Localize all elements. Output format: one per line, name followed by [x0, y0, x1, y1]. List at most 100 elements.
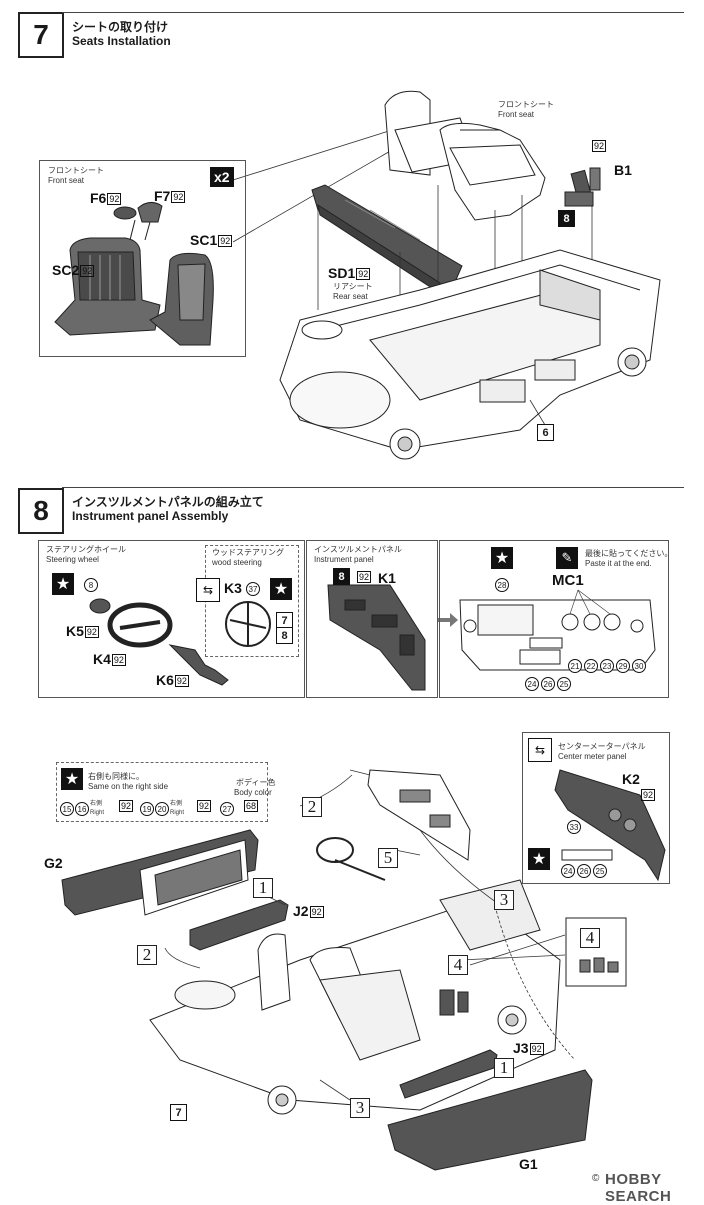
times-two-badge: x2 — [210, 167, 234, 187]
panel-square-8: 8 — [333, 568, 350, 585]
instrument-panel-k1 — [327, 584, 426, 691]
circle-33: 33 — [567, 820, 581, 834]
inset-caption-jp: フロントシート — [48, 166, 104, 175]
part-8-badge: 8 — [558, 210, 575, 227]
swap-arrows-icon: ⇆ — [196, 578, 220, 602]
star-icon-2: ★ — [270, 578, 292, 600]
subassy-4-car: 4 — [448, 955, 468, 975]
right-note-1: 右側 Right — [90, 801, 105, 816]
right-note-2: 右側 Right — [170, 801, 185, 816]
step-7-title-jp: シートの取り付け — [72, 20, 169, 34]
wood-caption-en: wood steering — [212, 558, 262, 567]
inset-headrest — [113, 202, 163, 241]
star-icon: ★ — [52, 573, 74, 595]
part-k3: K3 — [224, 580, 242, 596]
subassy-2-lower: 2 — [137, 945, 157, 965]
step-8-title-jp: インスツルメントパネルの組み立て — [72, 495, 264, 509]
wood-caption-jp: ウッドステアリング — [212, 548, 284, 557]
steering-wheel-k4 — [89, 598, 173, 648]
step-7-rule — [62, 12, 684, 13]
panel-box — [306, 540, 438, 698]
step-8-number: 8 — [18, 488, 64, 534]
pedals-b1 — [564, 167, 601, 207]
wood-steering — [225, 601, 271, 647]
meter-panel-k2 — [554, 769, 666, 882]
step-7-title-en: Seats Installation — [72, 34, 171, 48]
rear-seat-label-jp: リアシート — [333, 282, 373, 291]
steering-caption-en: Steering wheel — [46, 555, 99, 564]
steering-column-k6 — [168, 644, 229, 686]
k2-color-code: 92 — [641, 789, 656, 801]
part-g2: G2 — [44, 855, 63, 871]
subassy-2-upper: 2 — [302, 797, 322, 817]
circle-22: 22 — [584, 659, 598, 673]
subassy-1-right: 1 — [494, 1058, 514, 1078]
copyright-mark: © — [592, 1173, 600, 1184]
subassy-7-ref: 7 — [170, 1104, 187, 1121]
part-g1: G1 — [519, 1156, 538, 1172]
circle-29: 29 — [616, 659, 630, 673]
subassy-1-left: 1 — [253, 878, 273, 898]
steering-assembly — [316, 837, 386, 881]
pedals-in-car — [439, 989, 469, 1016]
circle-28: 28 — [495, 578, 509, 592]
circle-30: 30 — [632, 659, 646, 673]
meter-caption-en: Center meter panel — [558, 752, 627, 761]
part-b1: B1 — [614, 162, 632, 178]
panel-caption-jp: インスツルメントパネル — [314, 545, 402, 554]
step-7-number: 7 — [18, 12, 64, 58]
subassy-5: 5 — [378, 848, 398, 868]
circle-19: 19 — [140, 802, 154, 816]
star-icon-3: ★ — [491, 547, 513, 569]
steering-box — [38, 540, 305, 698]
chassis-step8 — [149, 879, 561, 1115]
meter-circle-26: 26 — [577, 864, 591, 878]
dashboard-piece — [367, 769, 471, 861]
part-mc1: MC1 — [552, 572, 584, 589]
circle-15: 15 — [60, 802, 74, 816]
circle-27: 27 — [220, 802, 234, 816]
door-panel-g2 — [61, 829, 259, 916]
front-seat-label-jp: フロントシート — [498, 100, 554, 109]
g2-color-code: 92 — [119, 800, 134, 812]
meter-caption-jp: センターメーターパネル — [558, 742, 646, 751]
circle-23: 23 — [600, 659, 614, 673]
side-note-en: Same on the right side — [88, 782, 169, 791]
circle-24: 24 — [525, 677, 539, 691]
finish-note-jp: 最後に貼ってください。 — [585, 549, 673, 558]
finish-note-en: Paste it at the end. — [585, 559, 652, 568]
meter-circle-24: 24 — [561, 864, 575, 878]
meter-box — [522, 732, 670, 884]
circle-8: 8 — [84, 578, 98, 592]
circle-37: 37 — [246, 582, 260, 596]
steering-caption-jp: ステアリングホイール — [46, 545, 126, 554]
subassy-3-lower: 3 — [350, 1098, 370, 1118]
finish-box — [439, 540, 669, 698]
side-sill-j2 — [189, 899, 289, 951]
part-k1: K1 — [378, 570, 396, 586]
star-icon-4: ★ — [61, 768, 83, 790]
finished-dash — [459, 599, 656, 671]
body-color-en: Body color — [234, 788, 272, 797]
chassis-step7 — [279, 249, 661, 460]
subassy-3-upper: 3 — [494, 890, 514, 910]
inset-seat-right — [149, 252, 214, 346]
door-color-code: 92 — [197, 800, 212, 812]
glue-icon: ✎ — [556, 547, 578, 569]
circle-20: 20 — [155, 802, 169, 816]
subassy-4-box: 4 — [580, 928, 600, 948]
body-color-code: 68 — [244, 800, 259, 812]
star-icon-5: ★ — [528, 848, 550, 870]
subassy-6-ref: 6 — [537, 424, 554, 441]
circle-21: 21 — [568, 659, 582, 673]
